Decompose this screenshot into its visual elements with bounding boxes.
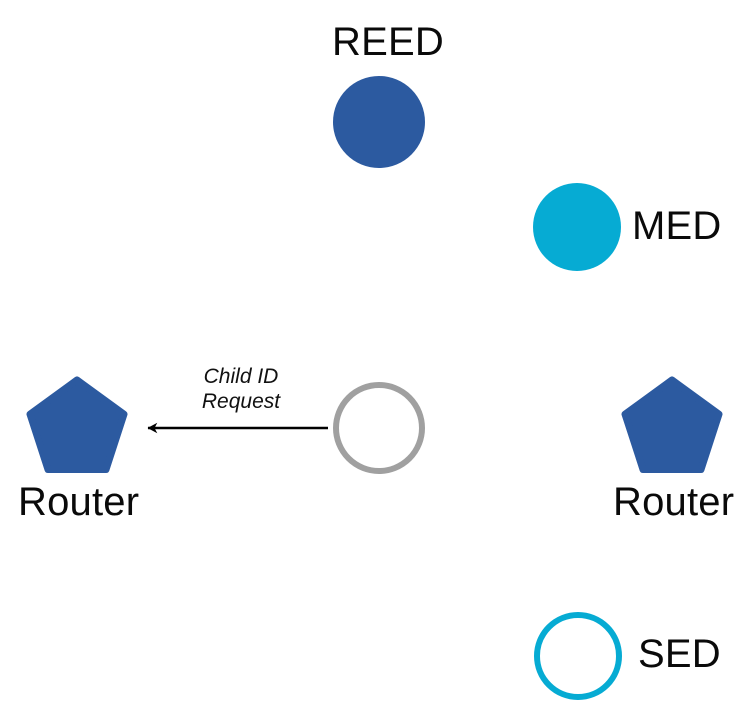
node-reed-label: REED <box>332 20 444 64</box>
med-circle-icon[interactable] <box>533 183 621 271</box>
node-router-left[interactable] <box>26 376 128 477</box>
child-id-request-label-line1: Child ID <box>203 365 279 388</box>
sed-circle-outline-icon[interactable] <box>534 612 622 700</box>
child-id-request-label-line2: Request <box>201 390 281 413</box>
router-right-pentagon-icon[interactable] <box>621 376 723 477</box>
joining-device-circle-outline-icon[interactable] <box>333 382 425 474</box>
reed-circle-icon[interactable] <box>333 76 425 168</box>
node-router-right-label: Router <box>613 480 735 524</box>
router-left-pentagon-icon[interactable] <box>26 376 128 477</box>
node-med[interactable] <box>533 183 621 271</box>
node-reed[interactable] <box>333 76 425 168</box>
node-router-left-label: Router <box>18 480 140 524</box>
node-joining-device[interactable] <box>333 382 425 474</box>
node-sed-label: SED <box>638 632 721 676</box>
node-sed[interactable] <box>534 612 622 700</box>
node-med-label: MED <box>632 204 722 248</box>
node-router-right[interactable] <box>621 376 723 477</box>
